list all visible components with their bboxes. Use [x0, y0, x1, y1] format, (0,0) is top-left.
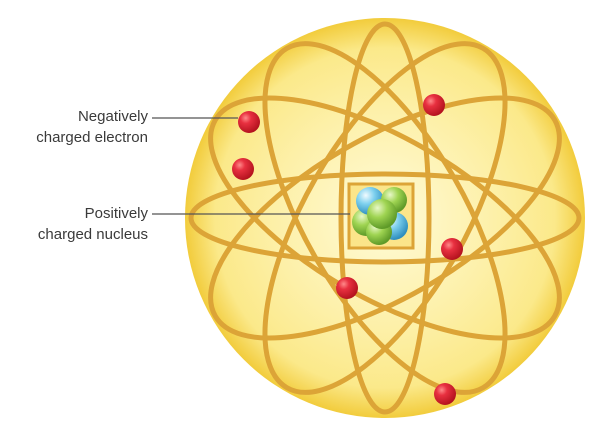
- electron-icon: [423, 94, 445, 116]
- electron-label-line2: charged electron: [36, 129, 148, 146]
- nucleus-label: Positively charged nucleus: [38, 203, 148, 245]
- orbit-steep-right: [262, 41, 508, 395]
- electron-label: Negatively charged electron: [36, 106, 148, 148]
- orbit-vertical: [338, 21, 432, 415]
- nucleus-label-line2: charged nucleus: [37, 226, 148, 243]
- electrons: [232, 94, 463, 405]
- orbit-tilted-left: [208, 95, 562, 341]
- electron-icon: [434, 383, 456, 405]
- orbit-group: [188, 21, 582, 415]
- orbit-horizontal: [188, 171, 582, 265]
- nucleus-label-line1: Positively: [84, 205, 148, 222]
- electron-label-line1: Negatively: [77, 108, 148, 125]
- electron-icon: [441, 238, 463, 260]
- electron-icon: [336, 277, 358, 299]
- nucleus: [352, 187, 408, 245]
- electron-icon: [238, 111, 260, 133]
- electron-icon: [232, 158, 254, 180]
- proton-icon: [367, 199, 397, 229]
